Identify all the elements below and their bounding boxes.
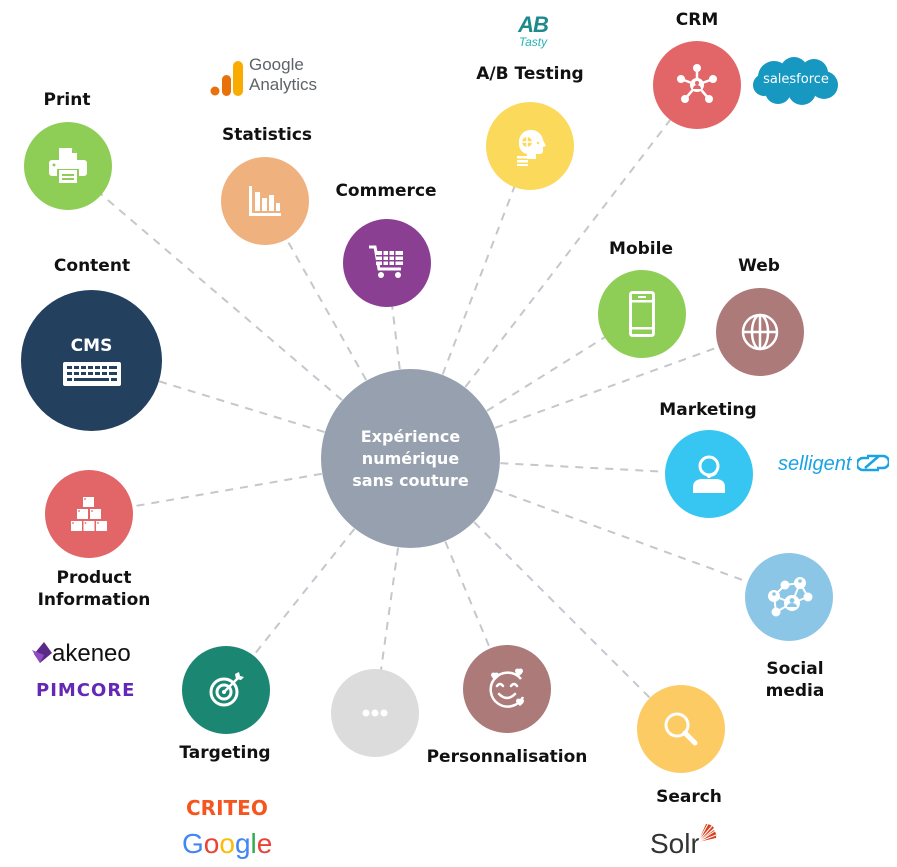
node-product-information[interactable] (45, 470, 133, 558)
label-product-information: Product Information (38, 567, 151, 611)
center-line-2: numérique (361, 448, 460, 468)
center-line-1: Expérience (360, 426, 461, 446)
google-analytics-bars-icon (210, 61, 243, 96)
pimcore-logo: PIMCORE (36, 680, 135, 701)
target-arrow-icon (209, 672, 244, 707)
connector-content (91, 359, 411, 460)
node-mobile[interactable] (598, 270, 686, 358)
label-ab-testing: A/B Testing (476, 64, 584, 84)
node-content[interactable]: CMS (21, 290, 162, 431)
label-targeting: Targeting (179, 743, 271, 763)
bar-chart-icon (249, 186, 281, 216)
center-title: Expérience numérique sans couture (352, 426, 468, 492)
salesforce-logo: salesforce (752, 55, 840, 107)
network-user-icon (677, 64, 717, 103)
label-mobile: Mobile (609, 239, 673, 259)
center-line-3: sans couture (352, 470, 469, 490)
headset-user-icon (693, 455, 725, 493)
label-personnalisation: Personnalisation (426, 747, 588, 767)
node-more[interactable] (331, 669, 419, 757)
label-product-line1: Product (56, 568, 132, 588)
connector-ab-testing (409, 145, 531, 459)
pimcore-text: PIMCORE (36, 680, 136, 701)
akeneo-text: akeneo (52, 640, 131, 667)
akeneo-mark-icon (32, 642, 52, 663)
label-social-line1: Social (766, 659, 824, 679)
label-product-line2: Information (37, 590, 151, 610)
boxes-pyramid-icon (71, 497, 107, 531)
node-statistics[interactable] (221, 157, 309, 245)
selligent-mark-icon (855, 454, 891, 472)
criteo-logo: CRITEO (186, 796, 268, 820)
node-web[interactable] (716, 288, 804, 376)
label-search: Search (656, 787, 722, 807)
google-letter: o (219, 828, 235, 859)
keyboard-icon (62, 361, 121, 386)
magnifier-icon (664, 712, 698, 746)
solr-sun-icon (697, 823, 717, 843)
label-web: Web (738, 256, 780, 276)
center-node: Expérience numérique sans couture (321, 369, 500, 548)
salesforce-cloud-icon (753, 57, 838, 105)
ab-tasty-line2: Tasty (518, 35, 548, 49)
node-social-media[interactable] (745, 553, 833, 641)
node-targeting[interactable] (182, 646, 270, 734)
selligent-text: selligent (778, 453, 852, 475)
google-analytics-line1: Google (249, 55, 304, 74)
shopping-cart-icon (369, 245, 403, 278)
node-marketing[interactable] (665, 430, 753, 518)
node-search[interactable] (637, 685, 725, 773)
ellipsis-icon (362, 709, 388, 717)
akeneo-logo: akeneo (32, 640, 131, 668)
globe-icon (741, 313, 779, 351)
ab-tasty-line1: AB (518, 12, 549, 37)
google-logo: Google (182, 828, 272, 860)
criteo-text: CRITEO (186, 796, 268, 820)
label-marketing: Marketing (659, 400, 757, 420)
salesforce-text: salesforce (763, 72, 829, 87)
google-letter: e (256, 828, 273, 859)
connector-personnalisation (409, 458, 508, 690)
node-personnalisation[interactable] (463, 645, 551, 733)
social-network-icon (768, 577, 813, 617)
printer-icon (49, 148, 87, 184)
selligent-logo: selligent (778, 453, 891, 476)
cms-label: CMS (70, 335, 113, 356)
google-letter: o (203, 828, 220, 859)
google-letter: g (234, 828, 251, 859)
smartphone-icon (629, 291, 655, 337)
solr-text: Solr (650, 828, 700, 859)
label-content: Content (53, 256, 131, 276)
smiley-hearts-icon (489, 668, 525, 708)
solr-logo: Solr (650, 823, 717, 860)
label-crm: CRM (675, 10, 719, 30)
connector-product-information (88, 457, 411, 515)
label-print: Print (43, 90, 91, 110)
label-social-media: Social media (766, 658, 825, 702)
node-commerce[interactable] (343, 219, 431, 307)
head-brain-icon (517, 129, 546, 166)
google-letter: l (250, 828, 257, 859)
node-ab-testing[interactable] (486, 102, 574, 190)
label-social-line2: media (765, 681, 825, 701)
node-print[interactable] (24, 122, 112, 210)
label-commerce: Commerce (335, 181, 437, 201)
google-letter: G (182, 828, 204, 859)
ab-tasty-logo: AB Tasty (512, 12, 554, 49)
google-analytics-line2: Analytics (249, 75, 318, 94)
node-crm[interactable] (653, 41, 741, 129)
label-statistics: Statistics (221, 125, 313, 145)
